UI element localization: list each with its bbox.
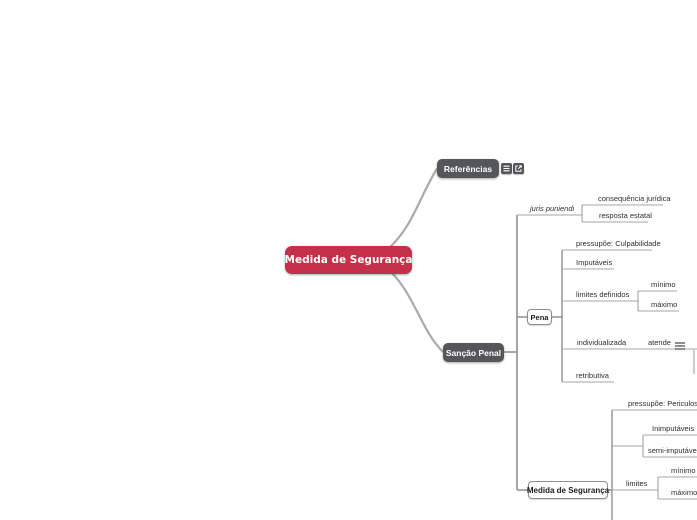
topic-consequencia-juridica[interactable]: consequência jurídica [598, 194, 671, 203]
node-pena[interactable]: Pena [527, 309, 552, 325]
topic-minimo-medida[interactable]: mínimo [671, 466, 696, 475]
topic-minimo-pena[interactable]: mínimo [651, 280, 676, 289]
topic-maximo-pena[interactable]: máximo [651, 300, 678, 309]
topic-maximo-medida[interactable]: máximo [671, 488, 697, 497]
branch-node-sancao-penal[interactable]: Sanção Penal [443, 343, 504, 362]
topic-juris-puniendi[interactable]: juris puniendi [530, 204, 575, 213]
root-node-medida-de-seguranca[interactable]: Medida de Segurança [285, 246, 412, 274]
topic-pressupoe-culpabilidade[interactable]: pressupõe: Culpabilidade [576, 239, 661, 248]
topic-semi-imputaveis[interactable]: semi-imputáveis [648, 446, 697, 455]
link-icon[interactable] [513, 163, 524, 174]
branch-node-referencias[interactable]: Referências [437, 159, 499, 178]
topic-retributiva[interactable]: retributiva [576, 371, 609, 380]
node-medida-de-seguranca-sub[interactable]: Medida de Segurança [527, 481, 609, 499]
topic-atende[interactable]: atende [648, 338, 671, 347]
notes-icon[interactable] [501, 163, 512, 174]
notes-icon-glyph [675, 342, 685, 350]
topic-resposta-estatal[interactable]: resposta estatal [599, 211, 652, 220]
notes-icon[interactable] [674, 338, 686, 356]
topic-inimputaveis[interactable]: Inimputáveis [652, 424, 695, 433]
topic-imputaveis[interactable]: Imputáveis [576, 258, 613, 267]
notes-icon-glyph [503, 165, 510, 172]
topic-limites[interactable]: limites [626, 479, 648, 488]
topic-limites-definidos[interactable]: limites definidos [576, 290, 630, 299]
topic-pressupoe-periculosidade[interactable]: pressupõe: Periculosidade [628, 399, 697, 408]
link-icon-glyph [515, 165, 522, 172]
topic-individualizada[interactable]: individualizada [577, 338, 627, 347]
